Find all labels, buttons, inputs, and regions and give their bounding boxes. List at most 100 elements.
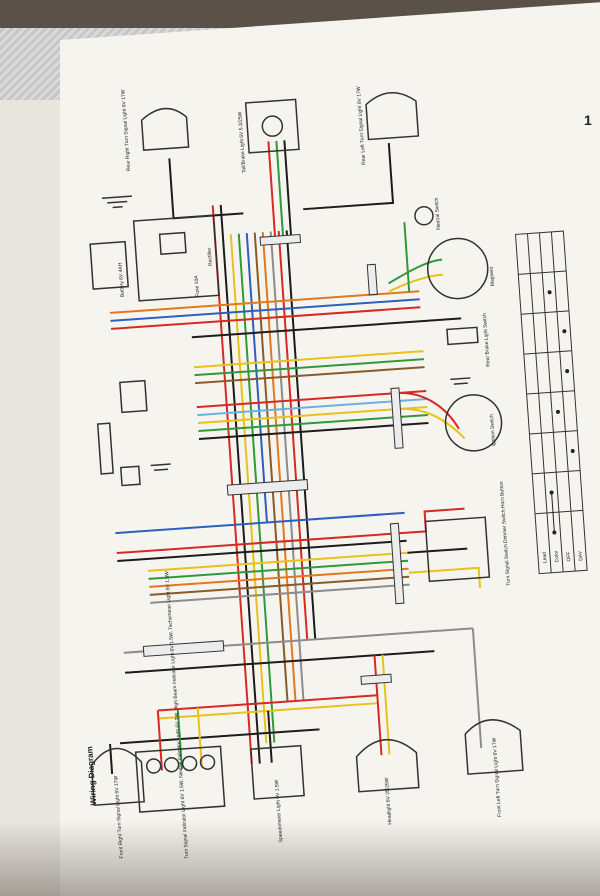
label-rear-left-turn: Rear Left Turn Signal Light 6V 17W [356, 86, 367, 165]
wire-run-14 [116, 531, 407, 555]
front-right-turn-light [90, 747, 145, 807]
rear-left-turn-light [365, 92, 420, 141]
indicator-bulb-2 [163, 756, 180, 773]
ground-symbol-3 [450, 377, 471, 385]
wire-run-6 [194, 358, 425, 377]
label-headlight: Headlight 6V 25/25W [384, 777, 393, 825]
wire-run-17 [148, 559, 409, 580]
connector-headlight [360, 673, 392, 685]
wire-run-23 [157, 694, 378, 712]
label-rear-brake-switch: Rear Brake Light Switch [482, 313, 492, 367]
label-front-right-turn: Front Right Turn Signal Light 6V 17W [113, 775, 125, 858]
wire-to-neutral [403, 222, 411, 293]
ignition-switch-table: Lead Color OFF DAY [514, 230, 588, 575]
wire-run-7 [195, 366, 425, 385]
wire-drop-1 [156, 710, 164, 771]
connector-tail [259, 233, 302, 246]
rear-right-turn-light [140, 107, 190, 151]
wire-to-tail-3 [283, 140, 293, 241]
magneto-icon [426, 237, 489, 300]
wire-to-magneto [388, 258, 443, 285]
wire-run-25 [119, 728, 320, 745]
table-col-day: DAY [578, 550, 585, 561]
connector-handlebar [389, 522, 405, 605]
wire-to-magneto-2 [388, 273, 444, 293]
rectifier-box [132, 214, 220, 302]
tail-bulb [261, 115, 284, 137]
label-handlebar-switch: Turn Signal Switch Dimmer Switch Horn Bu… [499, 481, 512, 586]
label-neutral-switch: Neutral Switch [434, 197, 442, 230]
wire-run-18 [149, 567, 409, 588]
wire-run-13 [115, 511, 405, 535]
wire-drop-4 [267, 710, 273, 763]
label-battery: Battery 6V 4AH [117, 262, 125, 297]
label-front-left-turn: Front Left Turn Signal Light 6V 17W [492, 737, 504, 817]
page-shadow [0, 820, 600, 896]
table-col-lead: Lead [542, 552, 549, 564]
tail-brake-light [244, 98, 300, 154]
wire-handlebar-ylw [408, 566, 482, 588]
connectors [142, 233, 405, 685]
page-number: 1 [584, 112, 592, 128]
label-magneto: Magneto [489, 266, 496, 286]
wire-run-9 [197, 398, 427, 417]
front-left-turn-light [464, 719, 524, 775]
connector-magneto [366, 263, 378, 296]
label-speedometer: Speedometer Light 6V 1.5W [274, 779, 284, 842]
handlebar-switch-icon [424, 516, 491, 583]
indicator-bulb-3 [181, 755, 198, 772]
tachometer-indicator-box [134, 745, 226, 813]
wire-to-ignition [396, 392, 460, 430]
wire-to-ignition-2 [397, 408, 466, 440]
wire-run-5 [193, 350, 424, 369]
connector-upper [226, 479, 309, 496]
rectifier-icon [158, 231, 187, 256]
indicator-bulb-1 [145, 758, 162, 774]
wire-drop-3 [196, 707, 203, 768]
speedometer-light-box [249, 744, 305, 800]
ignition-switch-icon [444, 394, 503, 452]
table-col-off: OFF [566, 551, 573, 561]
wire-to-left-turn [303, 142, 395, 211]
wire-run-15 [117, 539, 407, 563]
wire-run-8 [196, 390, 427, 409]
wire-run-3 [111, 306, 421, 330]
headlight-icon [355, 738, 420, 793]
wiring-loom [109, 140, 483, 774]
label-section-title: Wiring Diagram [85, 746, 98, 806]
table-col-color: Color [554, 550, 561, 563]
cdi-icon [96, 422, 114, 475]
wire-drop-7 [471, 628, 483, 749]
label-ignition-switch: Ignition Switch [489, 414, 497, 447]
wire-run-16 [147, 551, 408, 572]
wire-run-2 [110, 298, 420, 322]
wire-run-11 [198, 413, 428, 433]
label-rear-right-turn: Rear Right Turn Signal Light 6V 17W [120, 89, 132, 171]
label-fuse: Fuse 10A [194, 275, 202, 297]
ground-symbol-2 [150, 463, 171, 471]
label-rectifier: Rectifier [207, 247, 214, 266]
wire-run-1 [109, 290, 420, 314]
wire-handlebar-blk [407, 547, 468, 554]
label-tail-brake: Tail/Brake Light 6V 5.3/25W [237, 111, 247, 173]
wire-to-tail-2 [275, 140, 285, 241]
wire-drop-6 [381, 654, 391, 755]
battery-icon [89, 240, 129, 290]
wire-to-right-turn [168, 158, 244, 220]
connector-ignition [390, 387, 404, 449]
wire-run-20 [150, 583, 410, 604]
ground-symbol-1 [101, 195, 132, 209]
wire-to-tail [267, 141, 277, 242]
wire-red-trunk-2 [277, 230, 309, 641]
wire-drop-2 [176, 709, 183, 770]
components [89, 92, 524, 813]
rear-brake-switch-icon [446, 326, 479, 346]
wire-black-trunk-2 [285, 230, 317, 640]
connector-lower [142, 640, 225, 657]
neutral-switch-icon [414, 206, 434, 226]
label-tacho-indicators: Turn Signal Indicator Light 6V 1.5W, Neu… [164, 571, 190, 859]
horn-icon [119, 465, 141, 487]
wire-run-12 [198, 421, 429, 441]
